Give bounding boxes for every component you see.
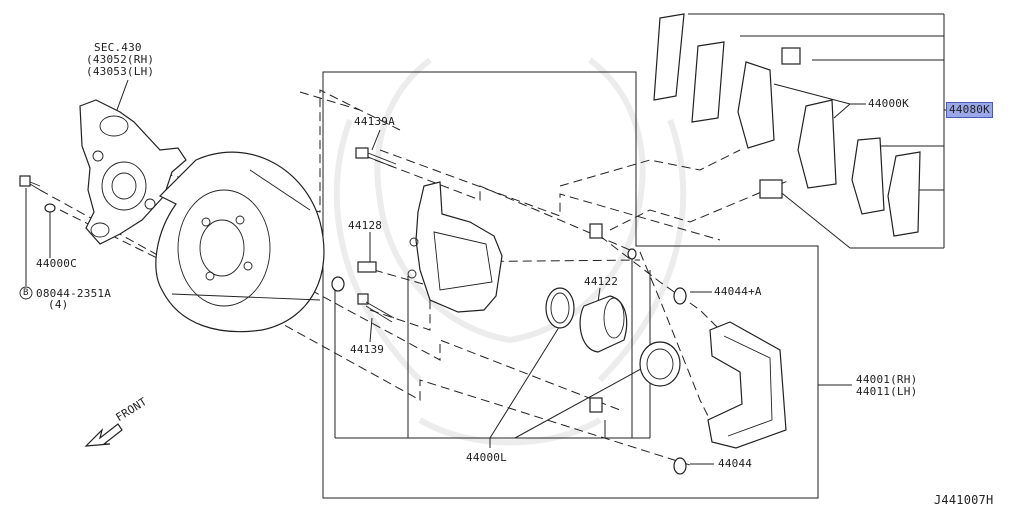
- bolt-marker-circle: [19, 286, 33, 300]
- steering-knuckle: [79, 99, 187, 245]
- label-08044-bolt: 08044-2351A: [36, 287, 112, 300]
- sec430-rh: (43052(RH): [86, 53, 155, 66]
- label-44000l: 44000L: [466, 451, 507, 464]
- pad-kit-bracket: [688, 13, 950, 249]
- label-44011-lh: 44011(LH): [856, 385, 918, 398]
- kit-boundary-box: [322, 71, 819, 499]
- sec430-lh: (43053(LH): [86, 65, 155, 78]
- label-44001-rh: 44001(RH): [856, 373, 918, 386]
- label-44139a: 44139A: [354, 115, 395, 128]
- label-44044a: 44044+A: [714, 285, 762, 298]
- mounting-bolt: [19, 175, 56, 213]
- watermark-logo: [333, 57, 687, 446]
- caliper-body: [407, 181, 503, 313]
- label-44000k: 44000K: [868, 97, 909, 110]
- caliper-bracket: [707, 321, 787, 449]
- label-44044: 44044: [718, 457, 753, 470]
- brake-pads: [653, 13, 921, 237]
- sec430-title: SEC.430: [94, 41, 142, 54]
- guide-pins: [331, 147, 637, 413]
- piston-assembly: [545, 287, 687, 475]
- label-08044-qty: (4): [48, 298, 69, 311]
- dust-shield: [155, 151, 325, 333]
- label-44000c: 44000C: [36, 257, 77, 270]
- label-44128: 44128: [348, 219, 383, 232]
- label-44139: 44139: [350, 343, 385, 356]
- front-arrow-icon: [84, 423, 123, 447]
- label-44080k-highlighted[interactable]: 44080K: [946, 102, 993, 118]
- drawing-code: J441007H: [934, 493, 994, 507]
- label-44122: 44122: [584, 275, 619, 288]
- bolt-marker-letter: B: [23, 288, 29, 298]
